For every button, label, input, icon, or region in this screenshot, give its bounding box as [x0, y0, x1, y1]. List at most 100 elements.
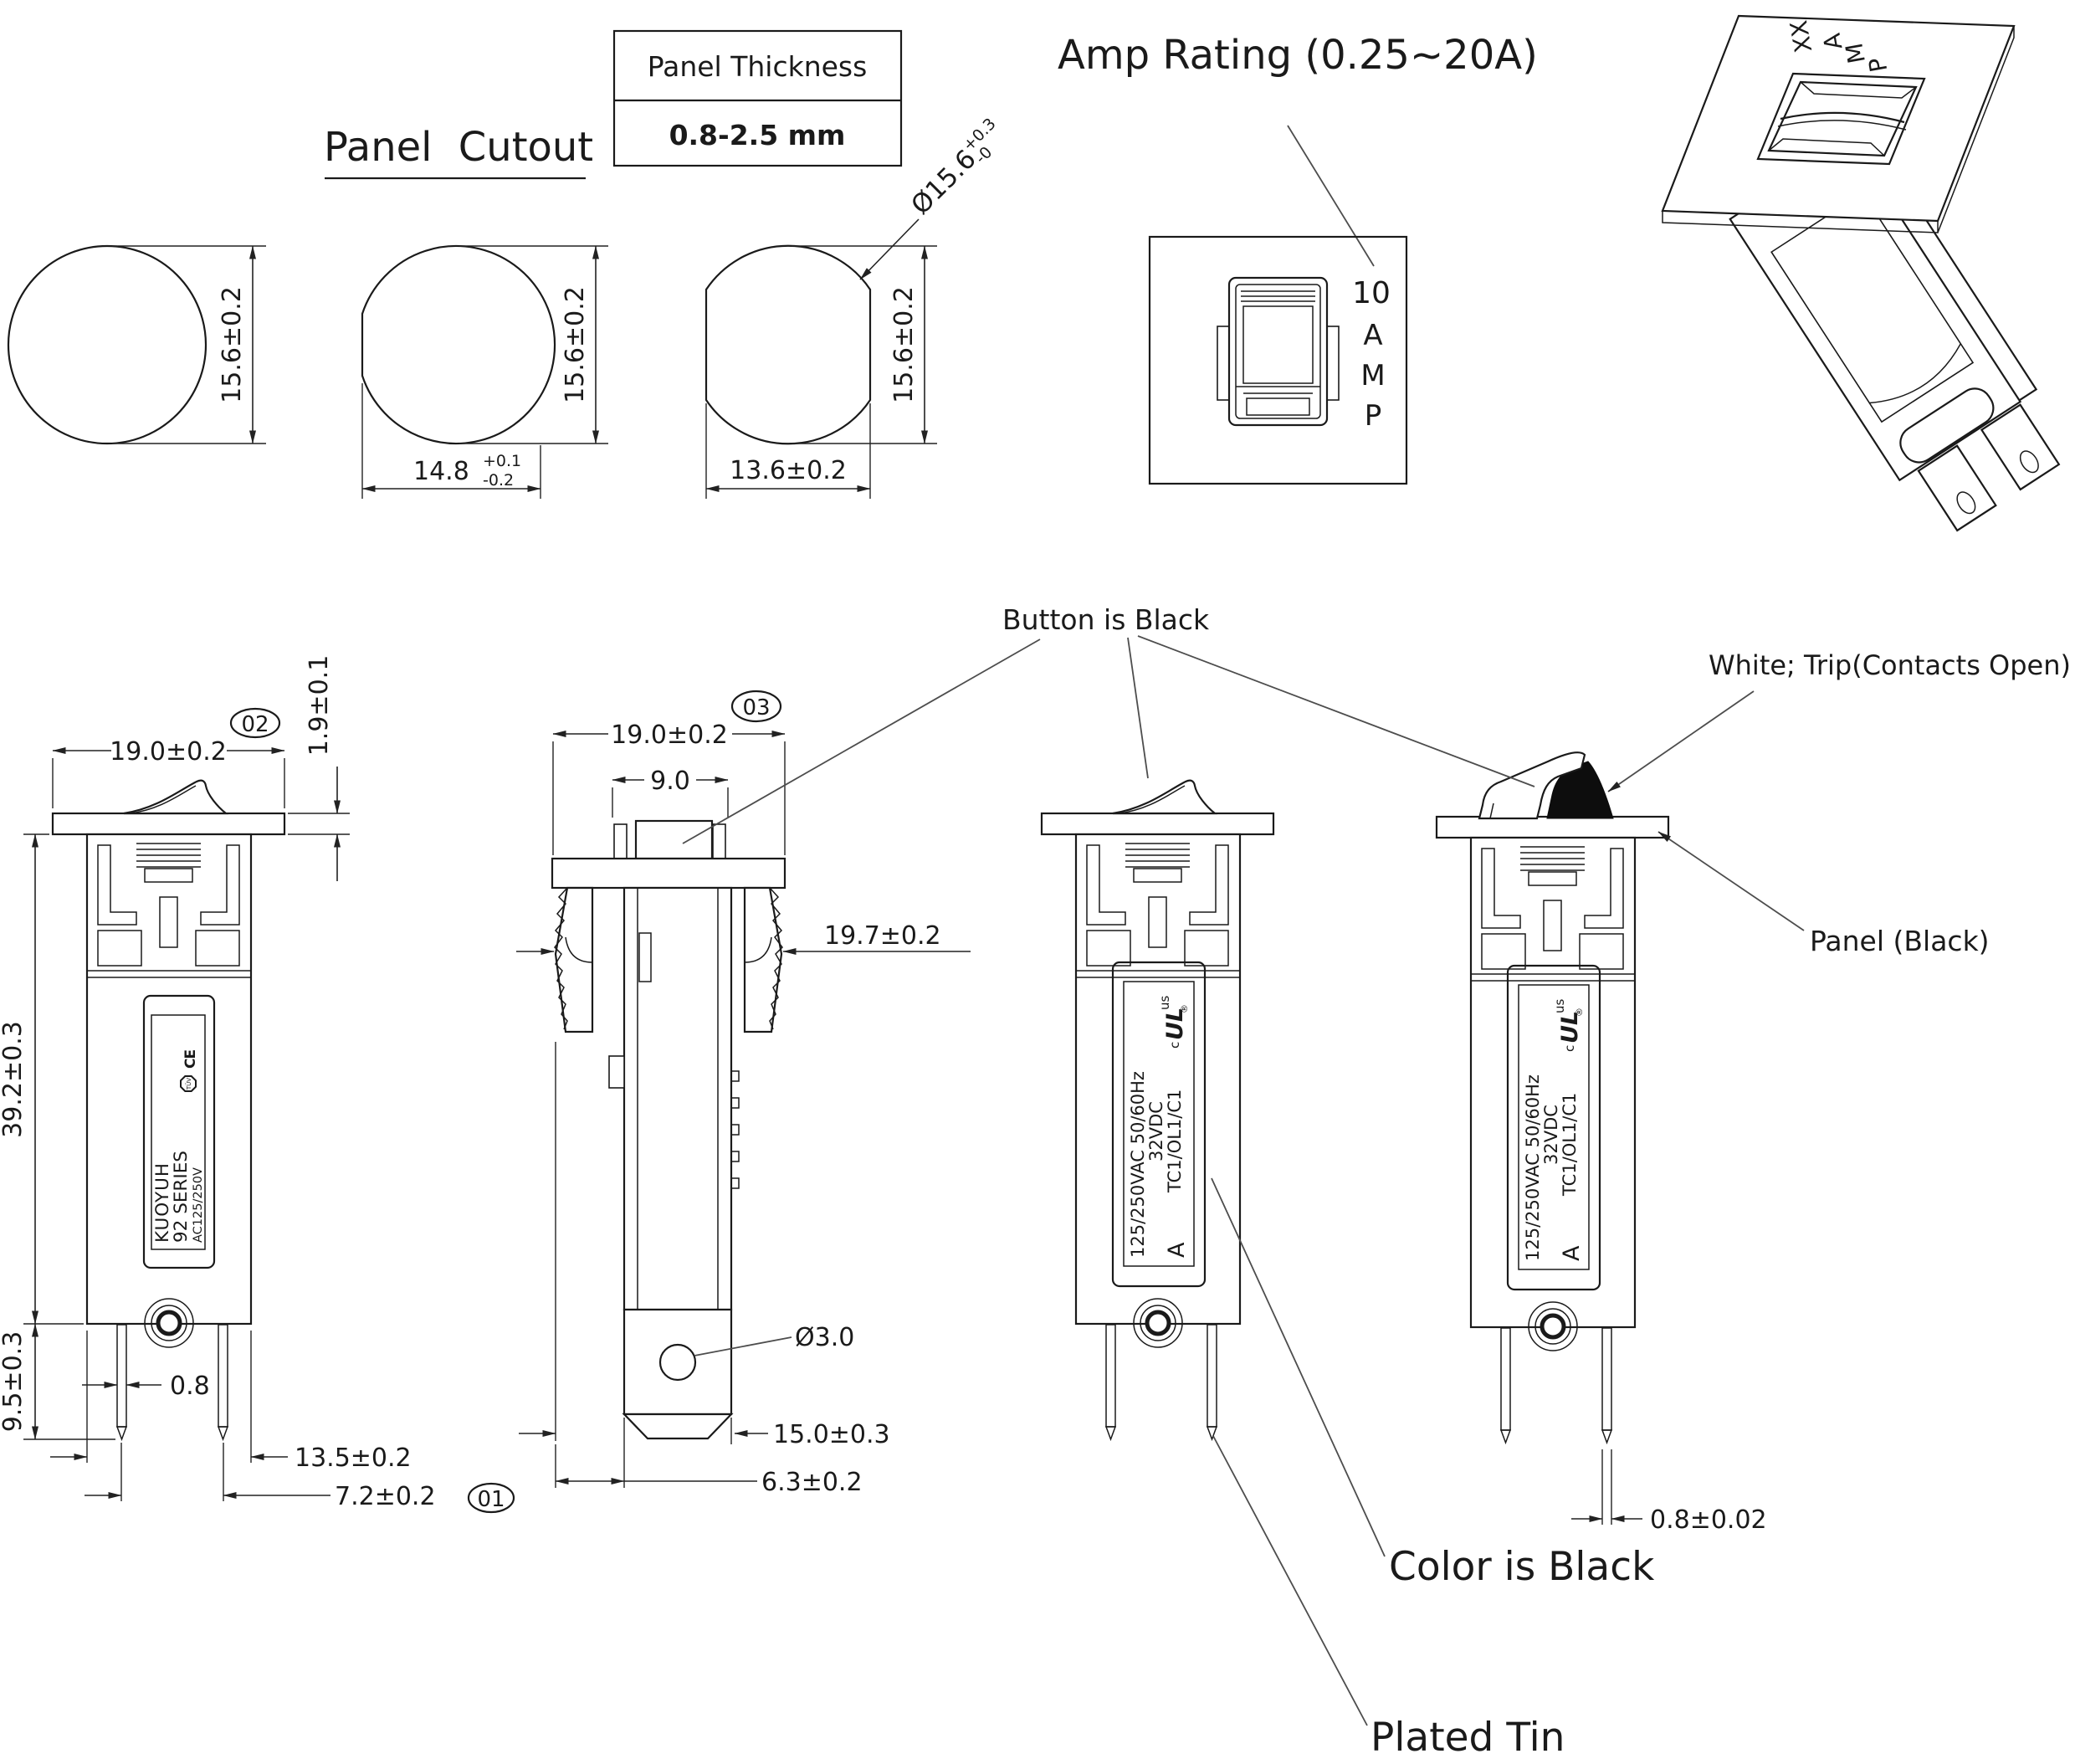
svg-text:0.8: 0.8 [170, 1372, 210, 1401]
label2-line3: TC1/OL1/C1 [1560, 1093, 1580, 1197]
snap-wing-right [743, 886, 783, 1033]
dim-flange-thickness: 1.9±0.1 [288, 655, 350, 881]
iso-marking-p: P [1863, 55, 1893, 74]
dim-cutout-diameter: Ø15.6 +0.3 -0 [905, 115, 1000, 221]
dim-pin-length: 9.5±0.3 [0, 1323, 115, 1440]
panel-cutout-title: Panel Cutout [324, 124, 593, 171]
table-header: Panel Thickness [648, 50, 868, 83]
tripped-rocker-black-part [1546, 761, 1614, 819]
ul-mark-icon: c UL us ® [1157, 995, 1190, 1049]
svg-text:19.7±0.2: 19.7±0.2 [824, 921, 941, 951]
dim-button-width: 9.0 [612, 767, 729, 818]
label2-amp-letter: A [1559, 1245, 1585, 1261]
dim-pin-spacing: 7.2±0.2 [85, 1443, 436, 1511]
svg-text:UL: UL [1557, 1011, 1583, 1044]
label-amp-letter: A [1164, 1242, 1190, 1258]
amp-rating-title: Amp Rating (0.25~20A) [1058, 32, 1538, 79]
amp-letter-a: A [1363, 319, 1382, 352]
tuv-mark-icon: TÜV [180, 1075, 197, 1092]
label-brand: KUOYUH [152, 1162, 173, 1243]
dim-hole-diameter: Ø3.0 [694, 1323, 854, 1356]
cutout-two-flats: 15.6±0.2 13.6±0.2 Ø15.6 +0.3 -0 [704, 115, 1000, 499]
svg-text:Ø3.0: Ø3.0 [795, 1323, 854, 1352]
panel-cutout-section: Panel Cutout [324, 124, 593, 180]
svg-text:13.5±0.2: 13.5±0.2 [295, 1444, 412, 1473]
balloon-02: 02 [229, 707, 281, 739]
terminal-tab [622, 1308, 733, 1416]
ul-mark-icon-2: c UL us ® [1552, 998, 1585, 1052]
dim-depth: 15.0±0.3 [519, 1042, 890, 1449]
dim-snap-width: 19.7±0.2 [516, 921, 971, 955]
annotation-white-trip: White; Trip(Contacts Open) [1709, 649, 2071, 681]
side-view-body [551, 819, 786, 1440]
brand-label: KUOYUH 92 SERIES AC125/250V TÜV CE [142, 994, 216, 1269]
annotation-button-is-black: Button is Black [1002, 603, 1210, 636]
svg-text:Ø15.6: Ø15.6 [905, 144, 982, 221]
dim-cutout2-tol-lower: -0.2 [483, 471, 514, 490]
label-series: 92 SERIES [171, 1151, 192, 1243]
svg-text:15.0±0.3: 15.0±0.3 [773, 1420, 890, 1449]
svg-text:7.2±0.2: 7.2±0.2 [335, 1482, 436, 1511]
panel-thickness-table: Panel Thickness 0.8-2.5 mm [612, 29, 903, 167]
label2-line1: 125/250VAC 50/60Hz [1523, 1074, 1543, 1261]
svg-text:0.8±0.02: 0.8±0.02 [1650, 1505, 1767, 1535]
label-rating: AC125/250V [192, 1167, 205, 1243]
dim-view4-pin-thickness: 0.8±0.02 [1571, 1449, 1767, 1535]
dim-cutout2-tol-upper: +0.1 [483, 452, 521, 470]
rating-label-2: 125/250VAC 50/60Hz 32VDC TC1/OL1/C1 A c … [1506, 964, 1601, 1291]
table-border [612, 29, 903, 167]
tripped-rocker [1478, 751, 1614, 820]
svg-text:02: 02 [241, 712, 269, 737]
iso-marking-xx: XX [1785, 18, 1817, 55]
iso-rocker [1767, 80, 1918, 157]
annotation-panel-black: Panel (Black) [1810, 925, 1990, 957]
table-value: 0.8-2.5 mm [669, 119, 846, 151]
label-line2: 32VDC [1146, 1101, 1166, 1161]
dim-cutout3-height: 15.6±0.2 [889, 286, 919, 403]
amp-rating-section: Amp Rating (0.25~20A) 10 A M P [1058, 32, 1538, 485]
svg-text:9.0: 9.0 [650, 767, 690, 796]
label-line1: 125/250VAC 50/60Hz [1128, 1071, 1148, 1258]
terminal-hole [658, 1343, 697, 1382]
svg-text:c: c [1562, 1045, 1577, 1052]
dim-body-width: 13.5±0.2 [50, 1331, 412, 1473]
snap-wing-left [554, 886, 594, 1033]
view-front-dimensioned: KUOYUH 92 SERIES AC125/250V TÜV CE 19.0±… [0, 655, 515, 1514]
amp-letter-p: P [1365, 399, 1382, 433]
dim-cutout2-width: 14.8 [413, 457, 469, 486]
label-line3: TC1/OL1/C1 [1165, 1090, 1185, 1193]
svg-text:®: ® [1574, 1008, 1585, 1017]
dim-cutout2-height: 15.6±0.2 [561, 286, 590, 403]
svg-text:us: us [1157, 995, 1172, 1010]
iso-marking-m: M [1840, 41, 1871, 66]
label2-line2: 32VDC [1541, 1105, 1561, 1165]
svg-text:®: ® [1179, 1004, 1190, 1013]
side-column [622, 886, 733, 1311]
dim-tab-width: 6.3±0.2 [555, 1418, 863, 1497]
svg-text:9.5±0.3: 9.5±0.3 [0, 1331, 28, 1433]
amp-box [1148, 235, 1408, 485]
dim-side-width: 19.0±0.2 [552, 720, 786, 855]
svg-text:6.3±0.2: 6.3±0.2 [761, 1468, 863, 1497]
side-flange [551, 857, 786, 890]
svg-text:c: c [1167, 1042, 1182, 1049]
isometric-view: XX A M P [1661, 14, 2061, 532]
svg-text:01: 01 [477, 1487, 505, 1512]
view-front-tripped: 125/250VAC 50/60Hz 32VDC TC1/OL1/C1 A c … [1437, 751, 1767, 1535]
ce-mark-icon: CE [182, 1050, 199, 1069]
svg-text:19.0±0.2: 19.0±0.2 [110, 737, 227, 767]
dim-cutout3-width: 13.6±0.2 [730, 456, 847, 485]
svg-text:TÜV: TÜV [185, 1078, 192, 1090]
amp-letter-m: M [1360, 359, 1385, 392]
svg-text:UL: UL [1162, 1008, 1188, 1040]
dim-front-width: 19.0±0.2 [52, 736, 285, 808]
svg-text:us: us [1552, 998, 1567, 1013]
amp-value: 10 [1352, 276, 1391, 310]
balloon-01: 01 [467, 1482, 515, 1514]
amp-box-switch-topview [1217, 276, 1340, 427]
cutout-one-flat: 15.6±0.2 14.8 +0.1 -0.2 [361, 244, 608, 499]
balloon-03: 03 [730, 690, 782, 723]
dim-pin-thickness: 0.8 [82, 1372, 210, 1401]
side-button [634, 819, 714, 860]
